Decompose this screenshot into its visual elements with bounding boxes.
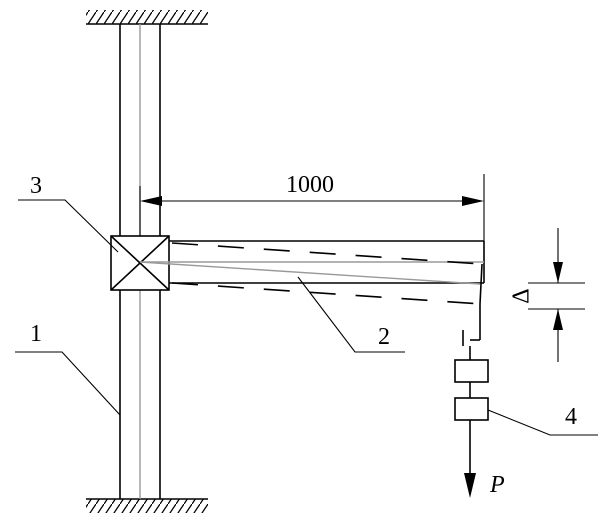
part-label-1: 1 [30, 321, 42, 347]
load-label: P [489, 472, 505, 498]
part-label-2: 2 [378, 324, 390, 350]
load-assembly: P [454, 304, 505, 498]
dimension-label: 1000 [286, 172, 334, 198]
leader-2: 2 [297, 276, 405, 353]
vertical-column [119, 24, 161, 499]
part-label-3: 3 [30, 173, 42, 199]
bottom-fixed-support [86, 498, 208, 513]
deflection-dimension: Δ [509, 228, 585, 362]
leader-4: 4 [487, 404, 598, 436]
deflection-label: Δ [509, 288, 535, 303]
part-label-4: 4 [565, 404, 577, 430]
length-dimension: 1000 [139, 172, 485, 241]
leader-3: 3 [18, 173, 119, 253]
cantilever-beam [140, 240, 485, 284]
deflected-beam [139, 242, 483, 305]
leader-1: 1 [15, 321, 121, 416]
top-fixed-support [86, 10, 208, 25]
